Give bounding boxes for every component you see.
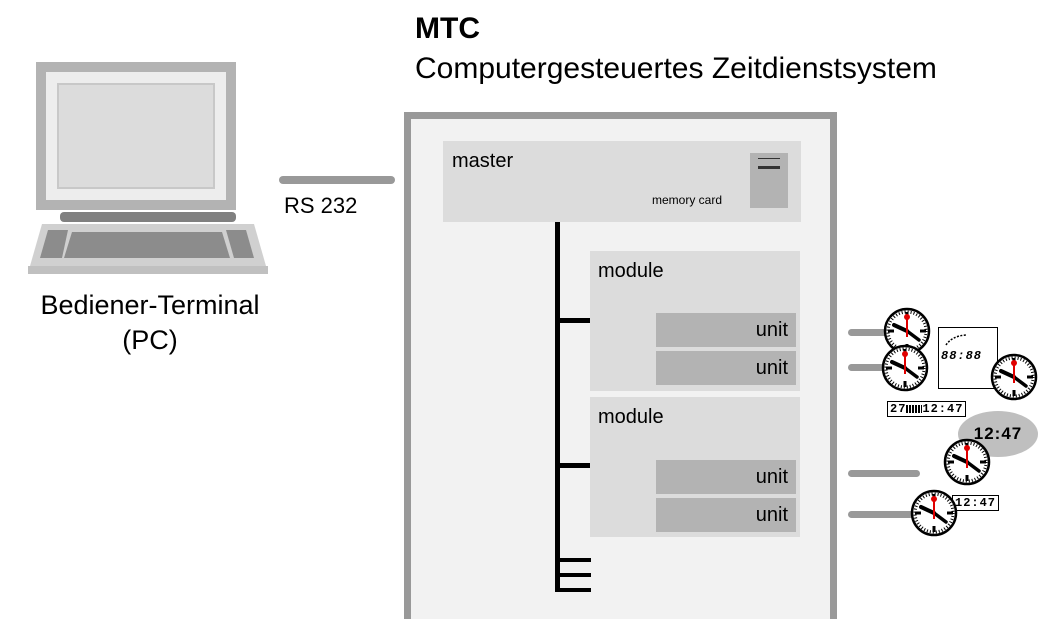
wall-clock-icon (910, 489, 958, 537)
date-display-time: 12:47 (922, 402, 964, 416)
pc-label: Bediener-Terminal (PC) (0, 288, 300, 358)
module-label: module (598, 260, 664, 282)
date-display-bars (906, 404, 923, 413)
bus-tap-module-2 (555, 463, 591, 468)
display-arc-icon (945, 334, 967, 346)
date-time-display: 27 12:47 (887, 401, 967, 417)
wall-clock-icon (883, 307, 931, 355)
master-label: master (452, 150, 514, 172)
digital-display-icon (938, 327, 998, 389)
output-line (848, 329, 888, 336)
unit-box: unit (656, 460, 796, 494)
pc-label-line1: Bediener-Terminal (40, 290, 260, 320)
memory-card-slot (758, 158, 780, 159)
memory-card-label: memory card (652, 193, 723, 207)
output-line (848, 364, 888, 371)
laptop-icon (28, 62, 268, 274)
pc-label-line2: (PC) (122, 325, 178, 355)
output-line (848, 470, 920, 477)
unit-box: unit (656, 498, 796, 532)
bus-expansion-3 (555, 588, 591, 592)
unit-box: unit (656, 351, 796, 385)
memory-card-slot-line (758, 166, 780, 169)
memory-card-icon (750, 153, 788, 208)
unit-box: unit (656, 313, 796, 347)
wall-clock-icon (881, 344, 929, 392)
small-time-display: 12:47 (952, 495, 1000, 511)
bus-expansion-1 (555, 558, 591, 562)
diagram-title: MTC (415, 12, 480, 45)
master-panel (443, 141, 801, 222)
module-label: module (598, 406, 664, 428)
bus-expansion-2 (555, 573, 591, 577)
digital-display-time: 88:88 (941, 349, 983, 363)
wall-clock-icon (990, 353, 1038, 401)
rs232-link (279, 176, 395, 184)
diagram-subtitle: Computergesteuertes Zeitdienstsystem (415, 52, 937, 85)
rs232-label: RS 232 (284, 193, 358, 218)
oval-time-display: 12:47 (958, 411, 1038, 457)
date-display-day: 27 (890, 402, 907, 416)
bus-tap-module-1 (555, 318, 591, 323)
system-bus (555, 222, 560, 592)
output-line (848, 511, 914, 518)
